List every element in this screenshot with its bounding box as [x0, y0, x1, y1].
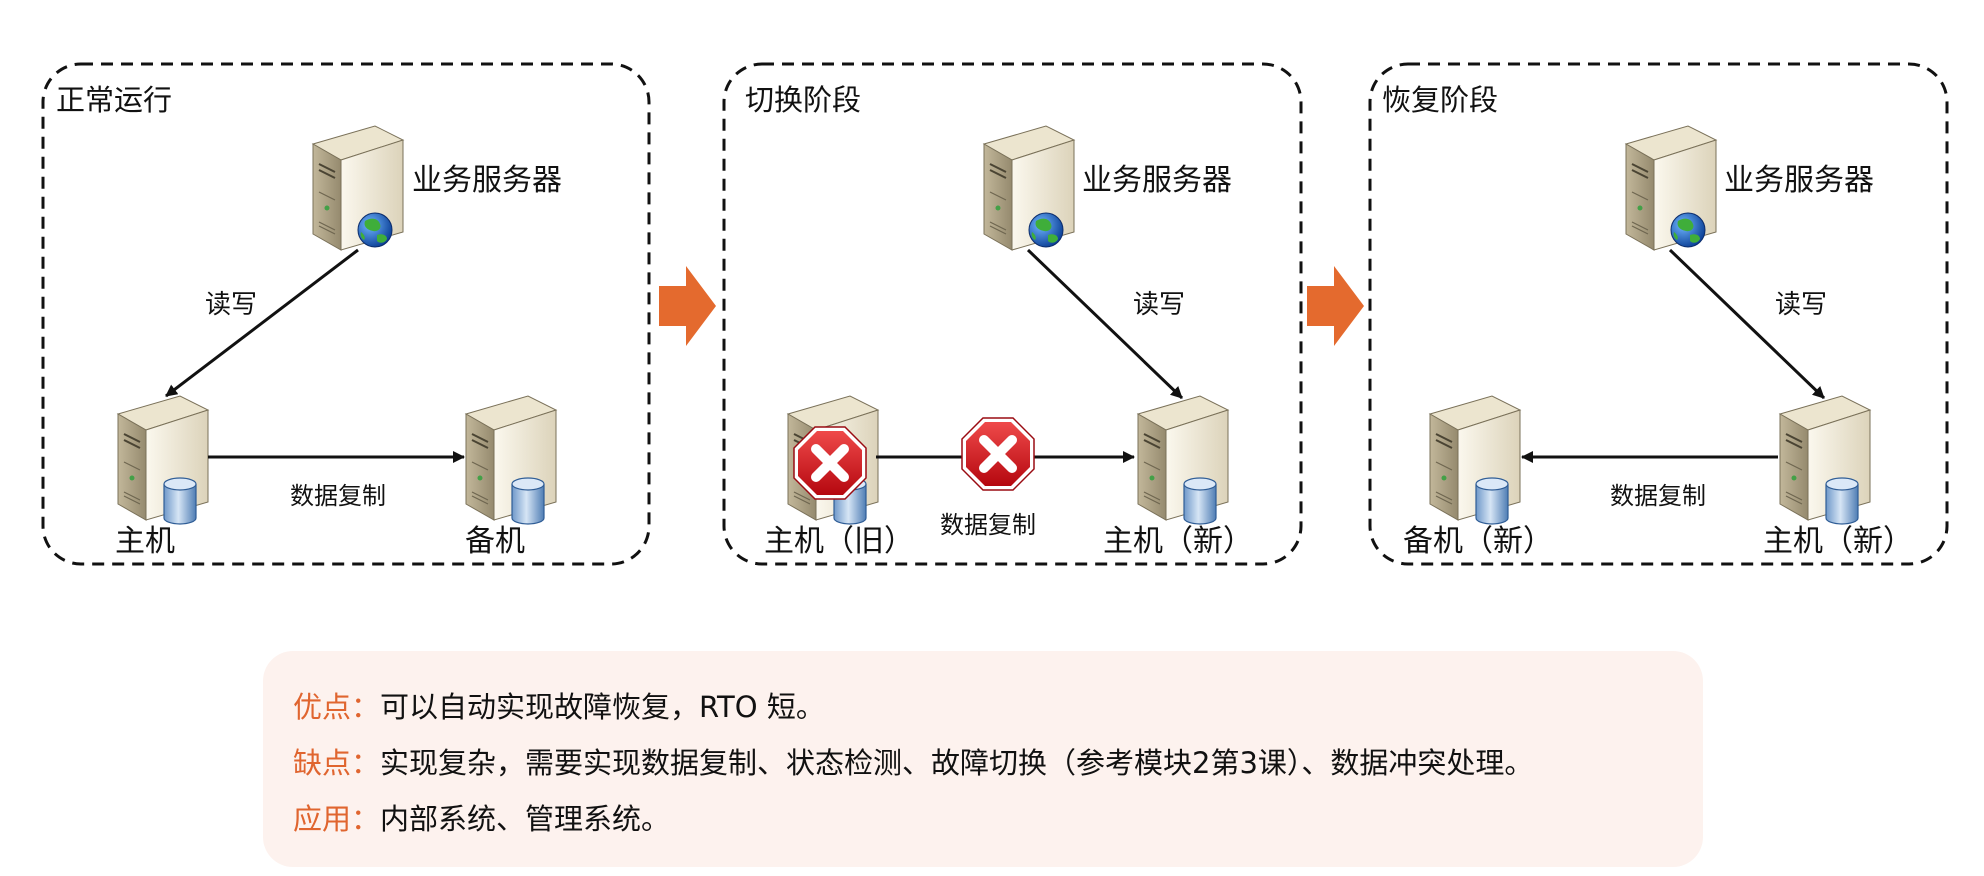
- standby-label: 备机: [465, 524, 525, 559]
- panel-title: 切换阶段: [745, 83, 861, 117]
- read-write-label: 读写: [1133, 290, 1185, 320]
- panel-border: [41, 62, 651, 566]
- pros-key: 优点：: [293, 690, 381, 724]
- new-primary-server: [1779, 395, 1871, 525]
- new-primary-server: [1137, 395, 1229, 525]
- globe-icon: [357, 212, 393, 248]
- cons-text: 实现复杂，需要实现数据复制、状态检测、故障切换（参考模块2第3课）、数据冲突处理…: [380, 746, 1534, 780]
- business-server: [983, 125, 1075, 251]
- replication-label: 数据复制: [1610, 482, 1706, 510]
- read-write-label: 读写: [1775, 290, 1827, 320]
- panel-title: 恢复阶段: [1382, 83, 1498, 117]
- database-cylinder-icon: [163, 477, 197, 525]
- info-box: 优点：可以自动实现故障恢复，RTO 短。 缺点：实现复杂，需要实现数据复制、状态…: [263, 651, 1703, 867]
- panel-switch: 切换阶段 业务服务器 读写 主机（旧） 数据复制 主机（新）: [722, 62, 1303, 566]
- error-x-icon: [794, 427, 866, 499]
- new-standby-label: 备机（新）: [1403, 524, 1553, 559]
- panel-border: [722, 62, 1303, 566]
- usage-key: 应用：: [293, 802, 381, 836]
- arrow-right-icon: [659, 266, 716, 346]
- error-x-icon: [962, 418, 1034, 490]
- business-server-label: 业务服务器: [412, 163, 562, 198]
- arrow-right-icon: [1307, 266, 1364, 346]
- read-write-arrow: [165, 248, 359, 398]
- panel-recovery: 恢复阶段 业务服务器 读写 备机（新） 数据复制 主机（新）: [1368, 62, 1949, 566]
- business-server: [1625, 125, 1717, 251]
- usage-line: 应用：内部系统、管理系统。: [293, 791, 1703, 847]
- database-cylinder-icon: [1183, 477, 1217, 525]
- globe-icon: [1028, 212, 1064, 248]
- business-server-label: 业务服务器: [1724, 163, 1874, 198]
- pros-line: 优点：可以自动实现故障恢复，RTO 短。: [293, 679, 1703, 735]
- cons-line: 缺点：实现复杂，需要实现数据复制、状态检测、故障切换（参考模块2第3课）、数据冲…: [293, 735, 1703, 791]
- read-write-label: 读写: [205, 290, 257, 320]
- read-write-arrow: [1026, 248, 1184, 400]
- replication-label: 数据复制: [940, 511, 1036, 539]
- panel-border: [1368, 62, 1949, 566]
- primary-label: 主机: [115, 524, 175, 559]
- panel-title: 正常运行: [56, 83, 172, 117]
- usage-text: 内部系统、管理系统。: [380, 802, 671, 836]
- business-server: [312, 125, 404, 251]
- old-primary-label: 主机（旧）: [764, 524, 914, 559]
- database-cylinder-icon: [511, 477, 545, 525]
- new-primary-label: 主机（新）: [1103, 524, 1253, 559]
- business-server-label: 业务服务器: [1082, 163, 1232, 198]
- panel-normal: 正常运行 业务服务器 读写 主机 数据复制 备机: [41, 62, 651, 566]
- read-write-arrow: [1668, 248, 1826, 400]
- new-primary-label: 主机（新）: [1763, 524, 1913, 559]
- standby-server: [465, 395, 557, 525]
- database-cylinder-icon: [1475, 477, 1509, 525]
- database-cylinder-icon: [1825, 477, 1859, 525]
- replication-label: 数据复制: [290, 482, 386, 510]
- new-standby-server: [1429, 395, 1521, 525]
- globe-icon: [1670, 212, 1706, 248]
- primary-server: [117, 395, 209, 525]
- pros-text: 可以自动实现故障恢复，RTO 短。: [380, 690, 825, 724]
- cons-key: 缺点：: [293, 746, 381, 780]
